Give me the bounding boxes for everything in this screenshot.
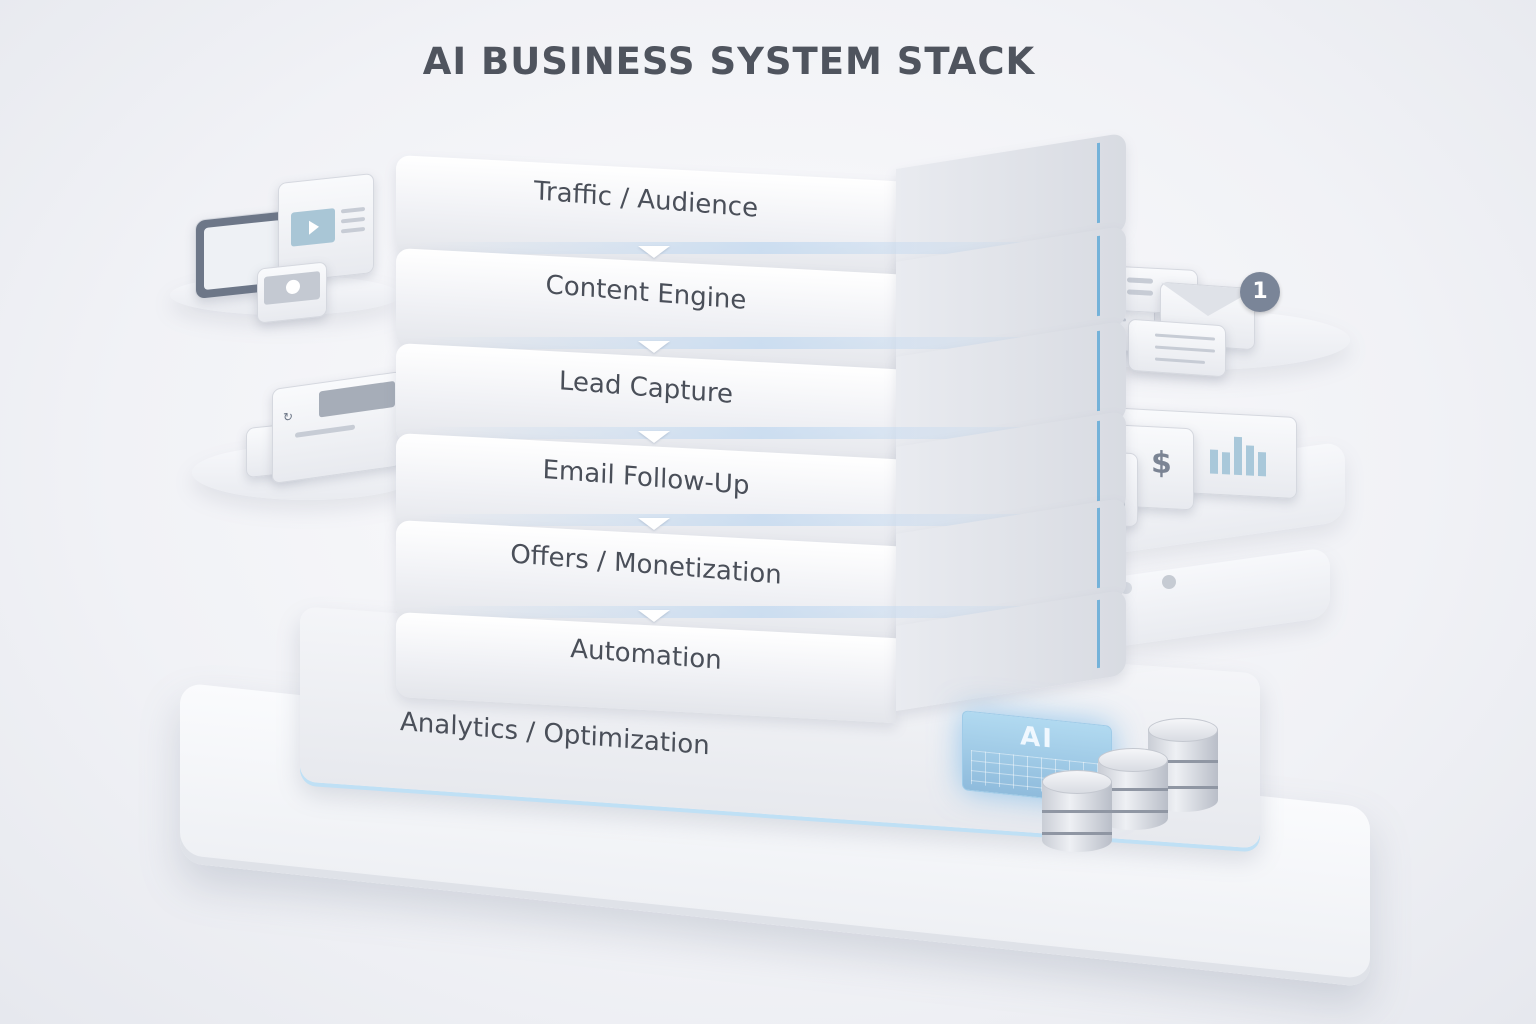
flow-arrow-icon [638,341,670,353]
layer-lead-capture[interactable]: Lead Capture [396,320,1126,470]
flow-arrow-icon [638,610,670,622]
layer-analytics-optimization[interactable]: Analytics / Optimization [300,707,960,795]
workflow-dot [1162,575,1176,589]
layer-label: Analytics / Optimization [399,707,711,762]
dollar-icon: $ [1151,445,1172,482]
refresh-icon: ↻ [283,409,294,425]
layer-automation[interactable]: Automation [396,589,1126,724]
landing-page-icon: ↻ [272,370,402,485]
flow-arrow-icon [638,518,670,530]
layer-email-follow-up[interactable]: Email Follow-Up [396,410,1126,560]
page-title: AI BUSINESS SYSTEM STACK [422,40,1036,83]
layer-content-engine[interactable]: Content Engine [396,225,1126,375]
layer-offers-monetization[interactable]: Offers / Monetization [396,497,1126,647]
notification-badge: 1 [1240,272,1280,312]
flow-arrow-icon [638,246,670,258]
video-card-icon [257,261,327,324]
flow-arrow-icon [638,431,670,443]
layer-traffic-audience[interactable]: Traffic / Audience [396,132,1126,282]
checklist-icon [1128,318,1226,378]
